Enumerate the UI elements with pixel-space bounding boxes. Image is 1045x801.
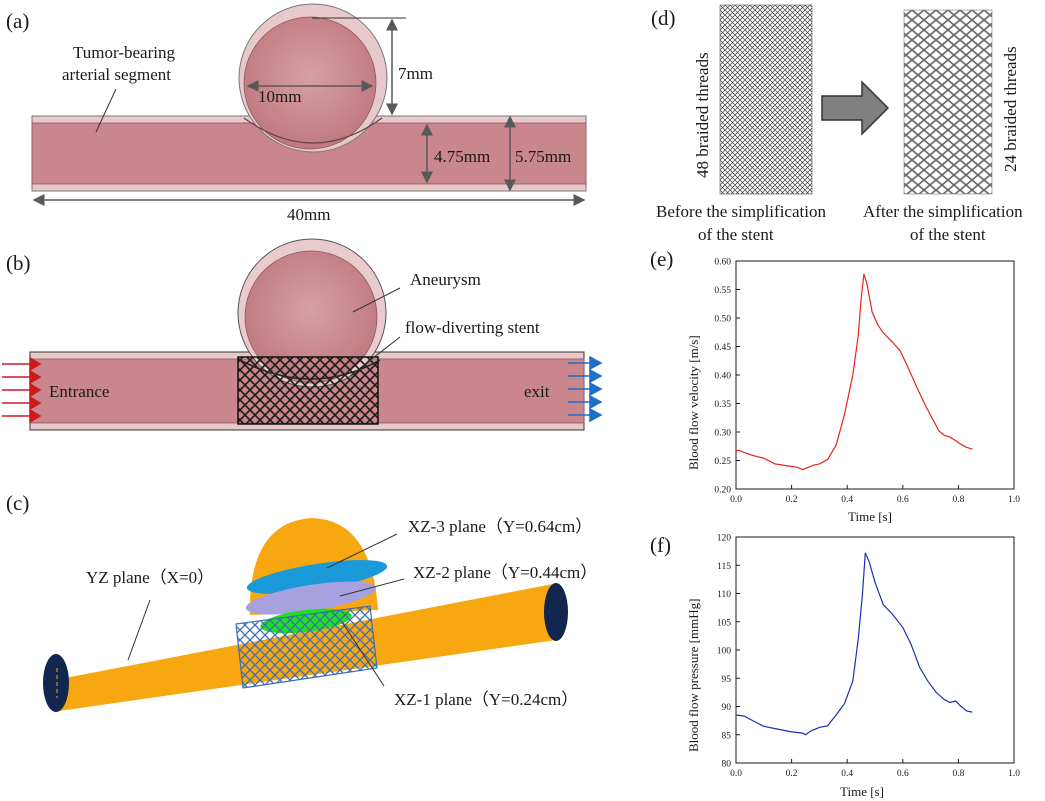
- pressure-y-tick-label: 90: [722, 703, 732, 713]
- stent-label: flow-diverting stent: [405, 318, 540, 337]
- velocity-y-tick-label: 0.30: [714, 429, 731, 439]
- velocity-x-tick-label: 0.4: [841, 495, 853, 505]
- dim-length: 40mm: [287, 205, 330, 224]
- pressure-x-tick-label: 0.8: [952, 769, 964, 779]
- velocity-y-tick-label: 0.25: [714, 457, 731, 467]
- pressure-y-tick-label: 100: [717, 647, 732, 657]
- velocity-y-tick-label: 0.35: [714, 400, 731, 410]
- xz3-leader: [326, 533, 398, 569]
- velocity-y-tick-label: 0.50: [714, 315, 731, 325]
- pressure-y-tick-label: 80: [722, 760, 732, 770]
- velocity-plot-frame: [735, 260, 1015, 490]
- velocity-x-tick-label: 0.2: [786, 495, 798, 505]
- pressure-x-tick-label: 1.0: [1008, 769, 1020, 779]
- panel-d: (d) 48 braided threads 24 braided thread…: [651, 4, 1023, 244]
- xz1-label: XZ-1 plane（Y=0.24cm）: [394, 690, 578, 709]
- pressure-x-ticks: 0.0 0.2 0.4 0.6 0.8 1.0: [730, 759, 1020, 779]
- pressure-y-ticks: 80 85 90 95 100 105 110 115 120: [717, 534, 740, 770]
- panel-c: (c) XZ-3 plane（Y=0.64cm） XZ-2 plane（Y=0.…: [6, 491, 597, 712]
- velocity-y-ticks: 0.20 0.25 0.30 0.35 0.40 0.45 0.50 0.55 0.60: [714, 258, 740, 496]
- before-caption-line1: Before the simplification: [656, 202, 826, 221]
- stent-neck-curve: [239, 359, 381, 380]
- yz-leader: [127, 599, 151, 661]
- segment-leader: [95, 88, 117, 133]
- velocity-x-tick-label: 1.0: [1008, 495, 1020, 505]
- vessel-outlet-cap: [544, 583, 568, 641]
- aneurysm-sac: [243, 16, 377, 150]
- pressure-chart: (f) 0.0 0.2 0.4 0.6 0.8 1.0 80 85 90 95 100 105 110…: [650, 533, 1020, 799]
- pressure-y-axis-label: Blood flow pressure [mmHg]: [686, 599, 701, 752]
- segment-label-line2: arterial segment: [62, 65, 171, 84]
- xz1-leader: [341, 621, 385, 687]
- dim-aneurysm-height: 7mm: [398, 64, 433, 83]
- pressure-y-tick-label: 95: [722, 675, 732, 685]
- pressure-y-tick-label: 110: [717, 590, 731, 600]
- velocity-x-tick-label: 0.0: [730, 495, 742, 505]
- panel-b: (b) Entrance e: [2, 238, 603, 431]
- velocity-x-ticks: 0.0 0.2 0.4 0.6 0.8 1.0: [730, 485, 1020, 505]
- exit-label: exit: [524, 382, 550, 401]
- stent-model: [235, 605, 378, 689]
- panel-f-tag: (f): [650, 533, 671, 557]
- dim-aneurysm-diameter: 10mm: [258, 87, 301, 106]
- aneurysm-neck: [243, 117, 383, 144]
- velocity-x-tick-label: 0.6: [897, 495, 909, 505]
- xz2-leader: [339, 578, 405, 597]
- segment-label-line1: Tumor-bearing: [73, 43, 175, 62]
- outlet-arrows: [568, 355, 603, 423]
- pressure-x-axis-label: Time [s]: [840, 784, 884, 799]
- pressure-x-tick-label: 0.2: [786, 769, 798, 779]
- pressure-y-tick-label: 120: [717, 534, 732, 544]
- panel-e-tag: (e): [650, 247, 673, 271]
- pressure-x-tick-label: 0.4: [841, 769, 853, 779]
- before-caption-line2: of the stent: [698, 225, 774, 244]
- panel-a-tag: (a): [6, 9, 29, 33]
- xz3-plane: [246, 560, 388, 594]
- velocity-y-tick-label: 0.55: [714, 286, 731, 296]
- after-caption-line1: After the simplification: [863, 202, 1023, 221]
- velocity-x-axis-label: Time [s]: [848, 509, 892, 524]
- stent-leader: [349, 336, 401, 377]
- velocity-y-tick-label: 0.20: [714, 486, 731, 496]
- xz2-label: XZ-2 plane（Y=0.44cm）: [413, 563, 597, 582]
- stent-24-threads: [903, 9, 993, 195]
- xz2-plane: [245, 581, 377, 615]
- aneurysm-leader: [352, 287, 401, 313]
- pressure-series-line: [735, 552, 973, 736]
- yz-label: YZ plane（X=0）: [86, 568, 214, 587]
- velocity-y-tick-label: 0.60: [714, 258, 731, 268]
- velocity-y-axis-label: Blood flow velocity [m/s]: [686, 335, 701, 470]
- after-caption-line2: of the stent: [910, 225, 986, 244]
- pressure-y-tick-label: 105: [717, 618, 732, 628]
- velocity-y-tick-label: 0.45: [714, 343, 731, 353]
- velocity-y-tick-label: 0.40: [714, 372, 731, 382]
- panel-b-tag: (b): [6, 251, 31, 275]
- panel-a: (a) 10mm 7mm 4.75mm 5.75mm 40mm Tumor-be…: [6, 3, 587, 224]
- entrance-label: Entrance: [49, 382, 109, 401]
- pressure-x-tick-label: 0.6: [897, 769, 909, 779]
- stent-48-threads: [719, 4, 813, 195]
- simplify-arrow: [821, 80, 890, 136]
- pressure-plot-frame: [735, 536, 1015, 764]
- xz3-label: XZ-3 plane（Y=0.64cm）: [408, 517, 592, 536]
- pressure-y-tick-label: 85: [722, 731, 732, 741]
- velocity-series-line: [735, 273, 973, 471]
- pressure-x-tick-label: 0.0: [730, 769, 742, 779]
- dim-outer-diameter: 5.75mm: [515, 147, 571, 166]
- inlet-arrows: [2, 356, 42, 424]
- dim-inner-diameter: 4.75mm: [434, 147, 490, 166]
- pressure-y-tick-label: 115: [717, 562, 731, 572]
- aneurysm-label: Aneurysm: [410, 270, 481, 289]
- panel-d-tag: (d): [651, 6, 676, 30]
- flow-diverting-stent: [237, 356, 379, 425]
- panel-c-tag: (c): [6, 491, 29, 515]
- after-threads-label: 24 braided threads: [1001, 46, 1020, 172]
- vessel-inlet-cap: [43, 654, 69, 712]
- velocity-x-tick-label: 0.8: [952, 495, 964, 505]
- before-threads-label: 48 braided threads: [693, 52, 712, 178]
